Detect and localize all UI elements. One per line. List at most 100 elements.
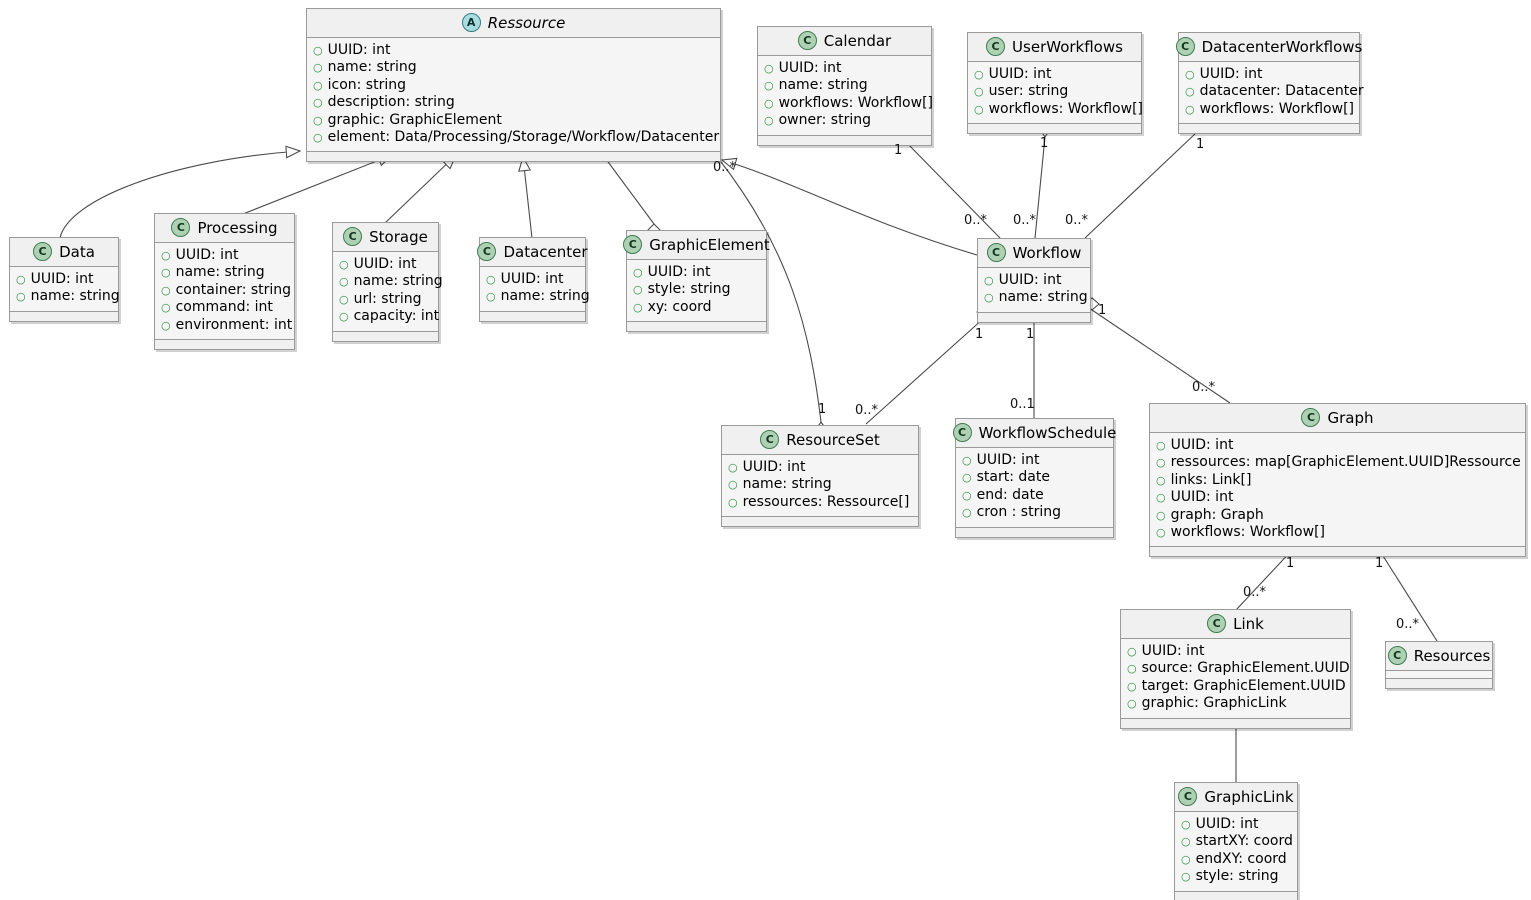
class-attribute: ○UUID: int: [339, 256, 431, 273]
visibility-public-icon: ○: [161, 318, 171, 332]
visibility-public-icon: ○: [313, 96, 323, 110]
attribute-text: graphic: GraphicElement: [327, 111, 502, 128]
attribute-text: icon: string: [327, 76, 406, 93]
visibility-public-icon: ○: [974, 68, 984, 81]
class-name-label: Calendar: [823, 31, 892, 50]
attribute-text: cron : string: [976, 504, 1061, 521]
class-icon: C: [797, 31, 817, 50]
attribute-text: source: GraphicElement.UUID: [1141, 660, 1350, 677]
visibility-public-icon: ○: [1185, 102, 1195, 116]
class-attribute: ○ UUID: int: [161, 247, 287, 264]
uml-class-calendar[interactable]: C Calendar ○UUID: int○name: string○workflo…: [757, 26, 933, 146]
visibility-public-icon: ○: [728, 495, 738, 509]
attribute-text: url: string: [353, 290, 422, 307]
visibility-public-icon: ○: [313, 113, 323, 127]
class-attribute: ○name: string: [486, 288, 590, 305]
class-name-label: Ressource: [487, 13, 566, 32]
visibility-public-icon: ○: [764, 96, 774, 110]
visibility-public-icon: ○: [161, 249, 171, 262]
class-attribute: ○ graphic: GraphicElement: [313, 112, 713, 129]
attribute-text: style: string: [647, 281, 731, 298]
class-attribute: ○command: int: [161, 299, 287, 316]
class-attribute: ○UUID: int: [728, 459, 911, 476]
class-attribute: ○UUID: int: [974, 66, 1134, 83]
class-methods-compartment: [978, 312, 1090, 322]
class-methods-compartment: [758, 135, 931, 145]
class-attribute: ○capacity: int: [339, 308, 439, 325]
attribute-text: UUID: int: [30, 271, 94, 287]
class-attributes-graphiclink: ○UUID: int○startXY: coord○endXY: coord○s…: [1175, 812, 1297, 892]
visibility-public-icon: ○: [313, 44, 323, 57]
class-attribute: ○description: string: [313, 94, 713, 111]
visibility-public-icon: ○: [1185, 85, 1195, 99]
visibility-public-icon: ○: [161, 301, 171, 315]
multiplicity-label-m-workflow-graph-end: 0..*: [1192, 380, 1216, 395]
class-attributes-workflowschedule: ○UUID: int○start: date○end: date○cron : …: [956, 448, 1113, 528]
class-icon: C: [33, 242, 53, 261]
class-name-label: UserWorkflows: [1012, 37, 1123, 56]
class-methods-compartment: [968, 124, 1141, 134]
attribute-text: graph: Graph: [1170, 506, 1264, 523]
attribute-text: UUID: int: [175, 247, 239, 263]
attribute-text: datacenter: Datacenter: [1199, 83, 1364, 100]
attribute-text: ressources: map[GraphicElement.UUID]Ress…: [1170, 454, 1521, 471]
attribute-text: user: string: [988, 83, 1069, 100]
attribute-text: UUID: int: [1199, 66, 1263, 82]
class-icon: C: [623, 235, 643, 254]
class-name-label: Resources: [1413, 646, 1491, 665]
attribute-text: UUID: int: [327, 42, 391, 58]
attribute-text: startXY: coord: [1195, 833, 1293, 850]
multiplicity-label-m-workflow-schedule-end: 0..1: [1010, 397, 1035, 412]
visibility-public-icon: ○: [339, 275, 349, 289]
visibility-public-icon: ○: [962, 471, 972, 485]
attribute-text: UUID: int: [500, 271, 564, 287]
class-attribute: ○workflows: Workflow[]: [1156, 524, 1518, 541]
visibility-public-icon: ○: [1127, 662, 1137, 676]
class-attributes-calendar: ○UUID: int○name: string○workflows: Workf…: [758, 56, 933, 136]
class-attribute: ○startXY: coord: [1181, 833, 1293, 850]
attribute-text: name: string: [998, 289, 1088, 306]
class-name-label: Data: [59, 242, 95, 261]
visibility-public-icon: ○: [1127, 645, 1137, 658]
class-attribute: ○container: string: [161, 282, 291, 299]
attribute-text: name: string: [175, 264, 265, 281]
class-methods-compartment: [627, 322, 766, 332]
visibility-public-icon: ○: [1181, 852, 1191, 866]
multiplicity-label-m-userworkflows-end: 1: [1040, 136, 1049, 151]
attribute-text: name: string: [353, 273, 443, 290]
class-attribute: ○name: string: [984, 289, 1088, 306]
class-name-label: Workflow: [1012, 243, 1082, 262]
class-title-data: C Data: [10, 238, 118, 267]
class-attribute: ○endXY: coord: [1181, 851, 1290, 868]
class-methods-compartment: [307, 152, 720, 162]
attribute-text: ressources: Ressource[]: [742, 493, 910, 510]
class-attribute: ○workflows: Workflow[]: [1185, 101, 1354, 118]
class-attributes-resourceset: ○UUID: int○name: string○ressources: Ress…: [722, 455, 918, 518]
class-attribute: ○url: string: [339, 291, 431, 308]
attribute-text: UUID: int: [353, 256, 417, 272]
class-attribute: ○UUID: int: [1181, 816, 1290, 833]
attribute-text: graphic: GraphicLink: [1141, 695, 1287, 712]
visibility-public-icon: ○: [633, 283, 643, 297]
class-attribute: ○user: string: [974, 83, 1134, 100]
